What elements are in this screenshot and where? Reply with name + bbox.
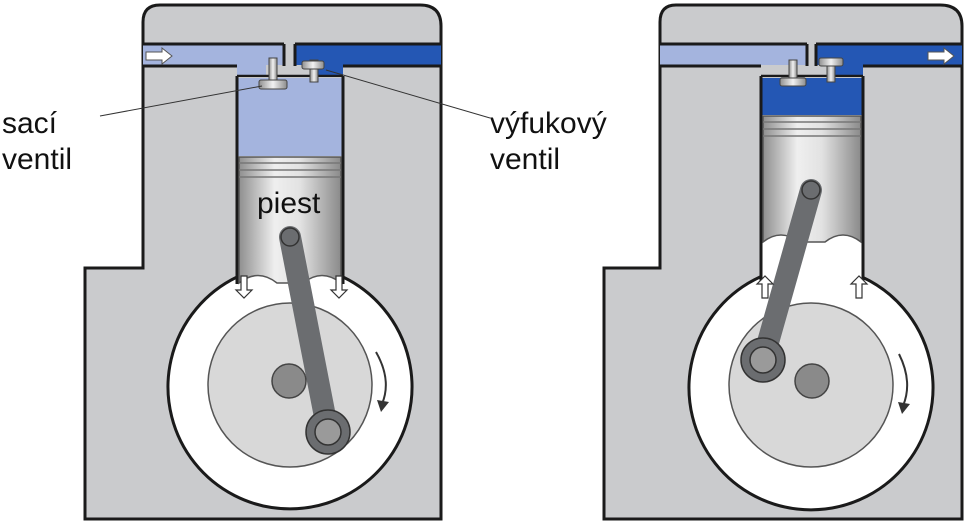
connecting-rod-right	[752, 179, 822, 371]
intake-channel-right	[660, 45, 806, 65]
intake-channel-left	[143, 45, 283, 76]
flow-arrow-up-icon	[755, 275, 775, 299]
exhaust-valve-head-right	[818, 57, 844, 67]
rotation-arrow-icon	[898, 353, 909, 407]
intake-valve-head-left	[258, 79, 288, 90]
exhaust-valve-label-line2: ventil	[490, 143, 561, 176]
exhaust-valve-stem-left	[309, 59, 319, 83]
exhaust-valve-label-line1: výfukový	[490, 107, 607, 140]
exhaust-gas-right	[762, 78, 862, 115]
flow-arrow-right-icon	[145, 46, 173, 66]
intake-gas-left	[238, 78, 342, 156]
intake-valve-leader-line	[99, 85, 263, 117]
flow-arrow-right-icon	[927, 46, 955, 66]
engine-left	[83, 3, 491, 521]
flow-arrow-down-icon	[234, 275, 254, 299]
exhaust-valve-head-left	[301, 60, 325, 70]
engine-right	[602, 3, 964, 521]
crankshaft-right	[794, 363, 830, 399]
intake-valve-head-right	[779, 77, 807, 87]
rotation-arrow-icon	[375, 351, 387, 405]
connecting-rod-left	[279, 226, 339, 443]
intake-valve-label-line2: ventil	[2, 143, 73, 176]
flow-arrow-down-icon	[329, 275, 349, 299]
exhaust-valve-leader-line	[325, 69, 491, 119]
piston-label: piest	[257, 187, 321, 220]
exhaust-channel-left	[296, 45, 441, 76]
flow-arrow-up-icon	[849, 275, 869, 299]
piston-right	[762, 115, 862, 244]
intake-valve-stem-left	[268, 57, 278, 83]
intake-valve-label-line1: sací	[2, 107, 58, 140]
crankshaft-left	[271, 363, 307, 399]
exhaust-channel-right	[817, 45, 962, 76]
